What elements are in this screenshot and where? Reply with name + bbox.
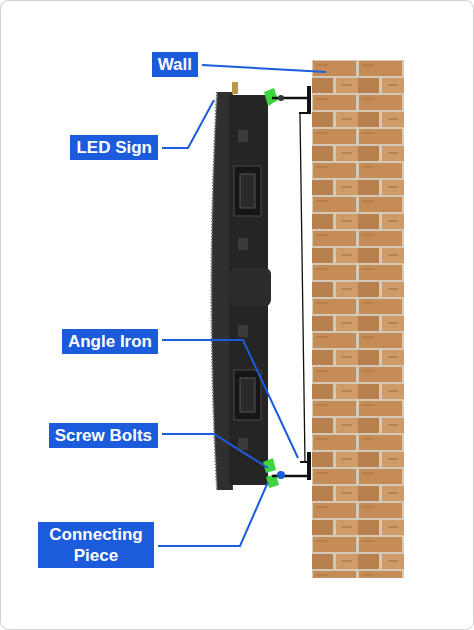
cabinet-knob <box>238 325 248 337</box>
angle-iron <box>300 461 308 463</box>
cabinet-joint <box>229 268 271 306</box>
cabinet-handle-inner <box>240 378 255 412</box>
leader-line <box>162 100 214 148</box>
callout-label: Wall <box>152 52 198 77</box>
cabinet-knob <box>238 130 248 142</box>
cabinet-handle-inner <box>240 174 255 208</box>
brick-wall <box>312 60 404 578</box>
leader-line <box>162 434 268 468</box>
angle-iron <box>272 97 309 100</box>
callout-label: LED Sign <box>70 135 158 160</box>
wall-plate <box>307 452 311 480</box>
label-text: Wall <box>158 54 192 75</box>
power-connector <box>232 82 238 94</box>
leader-line <box>158 482 268 546</box>
leader-line <box>202 65 326 72</box>
label-text: Screw Bolts <box>55 425 152 446</box>
cabinet-handle <box>234 166 261 216</box>
callout-label: Angle Iron <box>62 329 158 354</box>
wall-plate <box>307 86 311 114</box>
callout-label: Screw Bolts <box>49 423 158 448</box>
angle-iron <box>299 112 308 114</box>
leader-line <box>162 340 298 458</box>
label-text: Angle Iron <box>68 331 152 352</box>
screw-bolt <box>278 95 284 101</box>
angle-iron-brace <box>300 114 305 462</box>
callout-label: Connecting Piece <box>38 522 154 568</box>
leader-lines <box>158 65 326 546</box>
screw-bolt <box>277 471 285 479</box>
label-text: LED Sign <box>76 137 152 158</box>
cabinet-knob <box>238 238 248 250</box>
cabinet-handle <box>234 370 261 420</box>
led-panel-edge <box>212 92 218 490</box>
label-text: Connecting Piece <box>44 524 148 566</box>
cabinet-knob <box>238 438 248 450</box>
